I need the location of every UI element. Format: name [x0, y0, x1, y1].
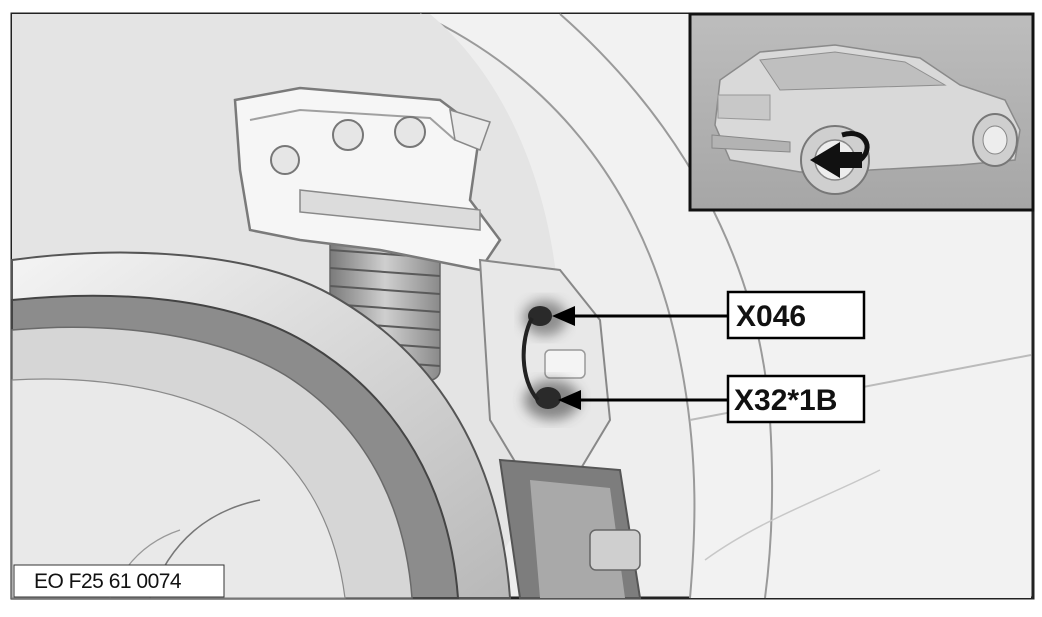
connector-bracket — [478, 258, 642, 599]
figure-code: EO F25 61 0074 — [13, 564, 225, 598]
wheel-rim — [11, 251, 512, 599]
callout-x32-1b-label: X32*1B — [734, 384, 837, 417]
callout-line-x046 — [552, 306, 728, 326]
connector-x046-part — [523, 300, 567, 336]
inset-view — [688, 12, 1035, 212]
callout-x046-label: X046 — [736, 300, 806, 333]
upper-mount-bracket — [233, 86, 502, 272]
inset-arrow — [810, 131, 870, 178]
callout-x32-1b: X32*1B — [726, 374, 866, 424]
connector-cable — [521, 317, 540, 402]
callout-line-x32-1b — [558, 390, 728, 410]
figure-code-text: EO F25 61 0074 — [34, 570, 182, 593]
vehicle-outline — [711, 44, 1021, 195]
connector-x32-1b-part — [524, 380, 580, 420]
callout-x046: X046 — [726, 290, 866, 340]
